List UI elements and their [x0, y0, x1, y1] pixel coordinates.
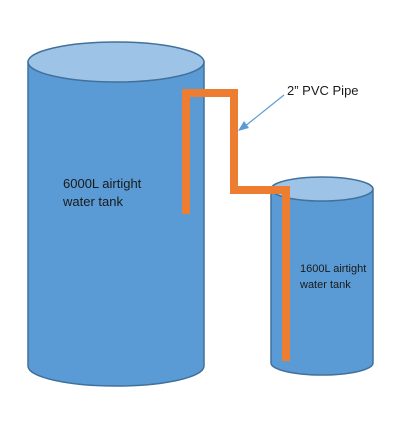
large-tank-body [27, 61, 205, 387]
pipe-callout-arrow [238, 94, 285, 131]
large-tank-label-line1: 6000L airtight [63, 176, 142, 191]
small-tank: 1600L airtight water tank [270, 176, 374, 376]
small-tank-label-line2: water tank [299, 279, 351, 291]
large-tank-top [27, 41, 205, 83]
small-tank-body [270, 188, 374, 376]
small-tank-label-line1: 1600L airtight [300, 263, 366, 275]
pipe-label: 2” PVC Pipe [287, 83, 359, 98]
callout-arrowhead [238, 121, 249, 131]
callout-line [243, 94, 285, 128]
large-tank: 6000L airtight water tank [27, 41, 205, 387]
large-tank-label-line2: water tank [62, 194, 123, 209]
pvc-pipe [182, 89, 290, 361]
